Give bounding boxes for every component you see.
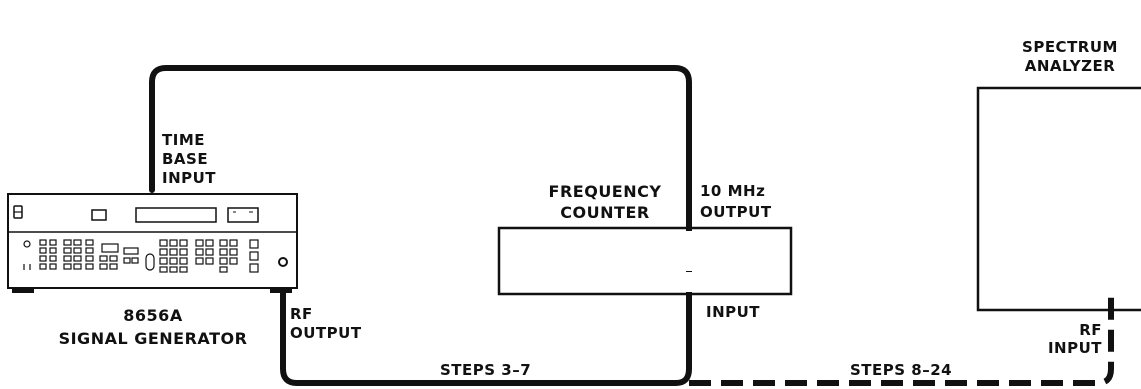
spectrum-analyzer-box	[976, 86, 1141, 312]
analyzer-rf-line-1: RF	[1079, 321, 1102, 339]
rf-output-line-2: OUTPUT	[290, 324, 362, 342]
rf-cable-steps-3-7	[280, 259, 692, 386]
analyzer-line-1: SPECTRUM	[1022, 38, 1118, 56]
analyzer-rf-line-2: INPUT	[1047, 339, 1102, 357]
rf-cable-steps-8-24	[689, 296, 1114, 386]
spectrum-analyzer-label: SPECTRUM ANALYZER	[1000, 38, 1140, 76]
rf-output-line-1: RF	[290, 305, 313, 323]
counter-10mhz-output-label: 10 MHz OUTPUT	[700, 181, 772, 223]
generator-model-label: 8656A	[123, 306, 183, 325]
counter-output-line-2: OUTPUT	[700, 203, 772, 221]
time-base-input-line-2: BASE	[162, 150, 209, 168]
time-base-input-line-1: TIME	[162, 131, 205, 149]
time-base-input-label: TIME BASE INPUT	[162, 131, 216, 188]
counter-input-label: INPUT	[706, 303, 761, 321]
rf-output-label: RF OUTPUT	[290, 305, 362, 343]
steps-3-7-label: STEPS 3–7	[440, 361, 532, 379]
analyzer-rf-input-label: RF INPUT	[1030, 321, 1102, 357]
generator-name-label: SIGNAL GENERATOR	[58, 329, 248, 348]
counter-output-line-1: 10 MHz	[700, 182, 766, 200]
signal-generator-instrument	[7, 193, 298, 293]
frequency-counter-label: FREQUENCY COUNTER	[520, 181, 690, 223]
frequency-counter-box	[497, 226, 793, 296]
counter-line-2: COUNTER	[560, 203, 650, 222]
signal-generator-label: 8656A SIGNAL GENERATOR	[18, 304, 288, 350]
counter-line-1: FREQUENCY	[548, 182, 662, 201]
time-base-input-line-3: INPUT	[162, 169, 217, 187]
steps-8-24-label: STEPS 8–24	[850, 361, 953, 379]
analyzer-line-2: ANALYZER	[1024, 57, 1116, 75]
time-base-cable	[149, 65, 692, 315]
